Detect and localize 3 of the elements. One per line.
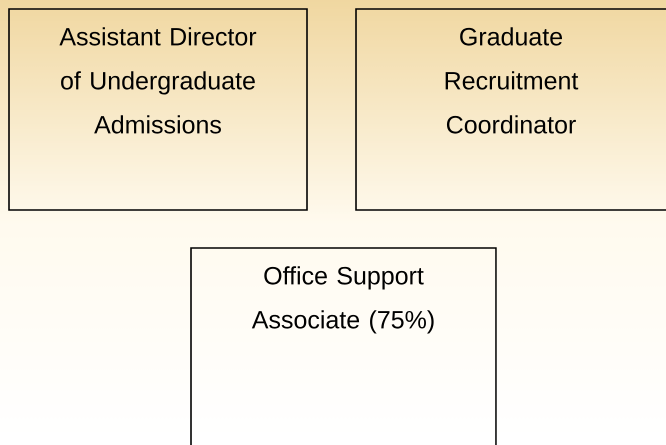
position-box: Graduate Recruitment Coordinator (355, 8, 666, 211)
position-box: Assistant Director of Undergraduate Admissions (8, 8, 308, 211)
position-box: Office Support Associate (75%) (190, 247, 497, 445)
